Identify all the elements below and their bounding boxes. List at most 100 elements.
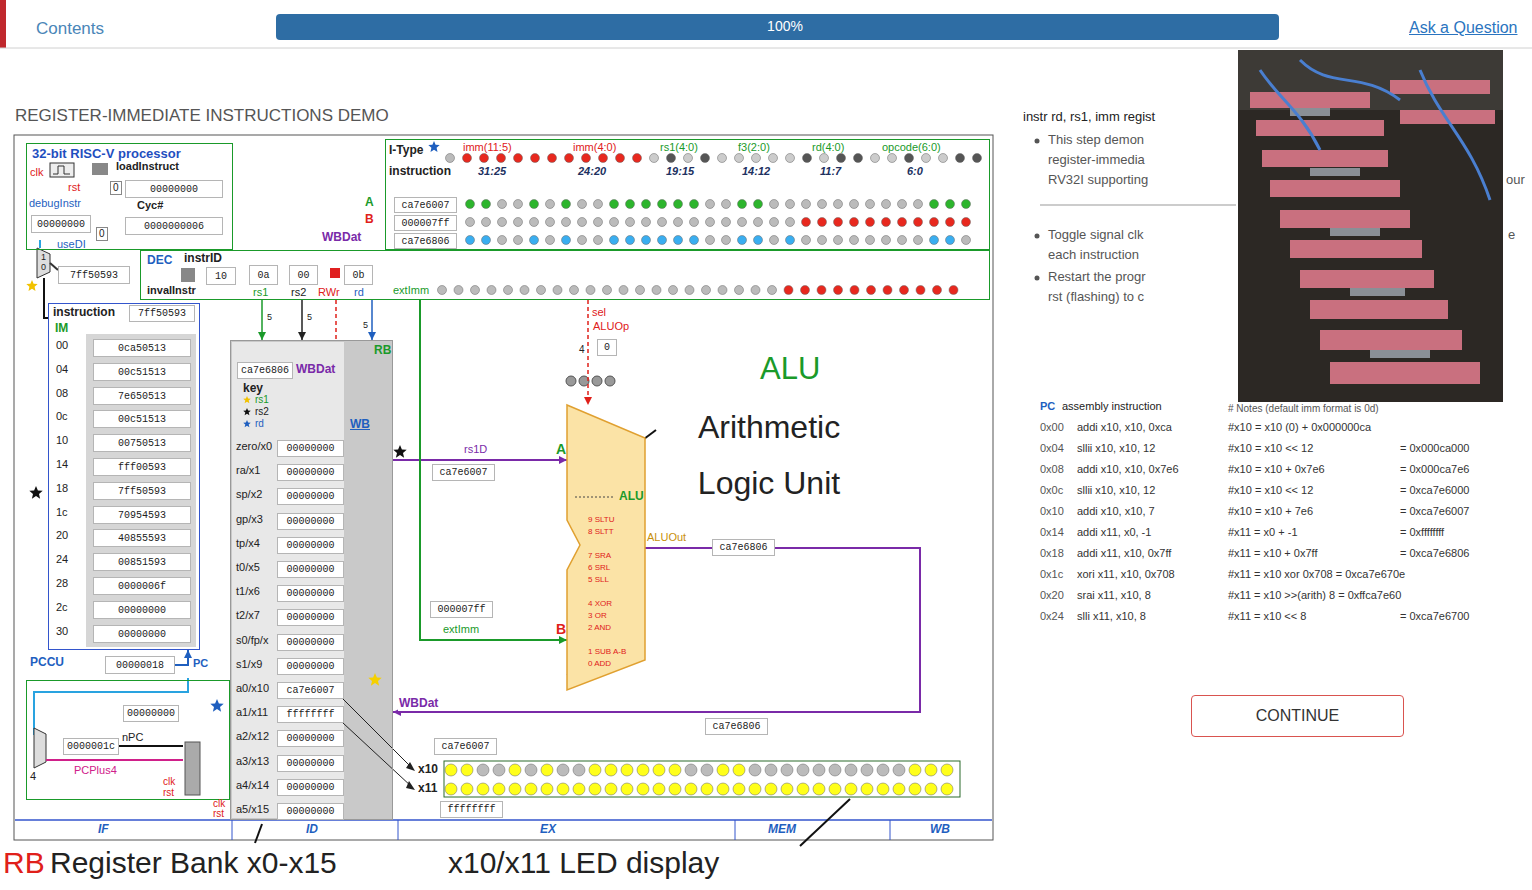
value-box: ca7e6007 xyxy=(432,464,495,481)
text-label: assembly instruction xyxy=(1062,400,1162,413)
value-text: 00000000 xyxy=(286,637,334,648)
rect-shape xyxy=(1390,80,1490,94)
value-text: 00000000 xyxy=(150,184,198,195)
led xyxy=(701,764,713,776)
text-label: rs1 xyxy=(255,394,269,406)
text-label: 2c xyxy=(56,601,68,614)
stage-rule xyxy=(15,819,992,821)
value-box: 000007ff xyxy=(394,215,457,231)
led xyxy=(850,200,859,209)
text-label: Arithmetic Logic Unit xyxy=(660,399,878,511)
text-label: 1c xyxy=(56,506,68,519)
value-box: 000007ff xyxy=(430,601,493,618)
led xyxy=(898,236,907,245)
led xyxy=(718,154,727,163)
text-label: 0x10 xyxy=(1040,505,1064,518)
text-label: imm(11:5) xyxy=(463,141,512,154)
led xyxy=(531,154,540,163)
value-text: 0a xyxy=(257,270,269,281)
value-box: 00000000 xyxy=(277,609,344,626)
led xyxy=(461,783,473,795)
value-text: 00000000 xyxy=(37,219,85,230)
text-label: #x10 = x10 << 12 xyxy=(1228,484,1313,497)
text-label: debugInstr xyxy=(29,197,81,210)
text-label: instruction xyxy=(389,165,451,179)
value-text: 00000000 xyxy=(286,661,334,672)
value-box: 00c51513 xyxy=(93,363,191,381)
led xyxy=(735,154,744,163)
value-box: 70954593 xyxy=(93,506,191,524)
value-box: ffffffff xyxy=(277,706,344,723)
text-label: = 0xca7e6007 xyxy=(1400,505,1469,518)
led xyxy=(893,764,905,776)
led xyxy=(722,236,731,245)
text-label: each instruction xyxy=(1048,248,1139,263)
value-text: 00000000 xyxy=(286,564,334,575)
value-text: 00c51513 xyxy=(118,414,166,425)
led xyxy=(802,236,811,245)
text-label: clk xyxy=(213,798,225,810)
text-label: 19:15 xyxy=(666,165,694,178)
value-text: 00000000 xyxy=(286,491,334,502)
value-text: 0000006f xyxy=(118,581,166,592)
value-text: 00000000 xyxy=(286,733,334,744)
led xyxy=(669,764,681,776)
led xyxy=(877,783,889,795)
led xyxy=(546,218,555,227)
value-box: 00000000 xyxy=(93,601,191,619)
led xyxy=(834,236,843,245)
led xyxy=(706,200,715,209)
value-box: 00000000 xyxy=(277,803,344,820)
text-label: addi x10, x10, 7 xyxy=(1077,505,1155,518)
value-text: 00000000 xyxy=(286,516,334,527)
value-text: 00000000 xyxy=(286,467,334,478)
led xyxy=(445,764,457,776)
led xyxy=(813,764,825,776)
panel-box: 32-bit RISC-V processor00000000000000000… xyxy=(26,143,233,250)
text-label: 6 SRL xyxy=(588,563,610,572)
led xyxy=(706,236,715,245)
value-text: 70954593 xyxy=(118,510,166,521)
led xyxy=(946,236,955,245)
led xyxy=(850,218,859,227)
value-text: 0b xyxy=(352,270,364,281)
text-label: Cyc# xyxy=(137,199,163,212)
led xyxy=(674,200,683,209)
value-text: 00000018 xyxy=(116,660,164,671)
led xyxy=(669,783,681,795)
led xyxy=(514,200,523,209)
led xyxy=(493,783,505,795)
text-label: sllii x10, x10, 12 xyxy=(1077,484,1155,497)
led xyxy=(752,154,761,163)
register-bank-fill xyxy=(230,340,393,820)
text-label: 5 xyxy=(362,320,369,330)
wire-connector xyxy=(420,300,567,640)
led xyxy=(914,218,923,227)
text-label: 28 xyxy=(56,577,68,590)
value-box: 00000000 xyxy=(277,561,344,578)
led xyxy=(718,286,727,295)
led xyxy=(480,154,489,163)
text-label: slli x11, x10, 8 xyxy=(1077,610,1146,623)
led xyxy=(914,236,923,245)
value-box: 00000018 xyxy=(105,656,175,674)
led xyxy=(578,218,587,227)
led xyxy=(578,236,587,245)
text-label: 3 OR xyxy=(588,611,607,620)
rect-shape xyxy=(1350,288,1405,296)
text-label: e xyxy=(1508,228,1515,243)
rect-shape xyxy=(1310,168,1360,176)
value-box: 0000006f xyxy=(93,577,191,595)
led xyxy=(834,286,843,295)
led xyxy=(674,236,683,245)
text-label: IF xyxy=(98,823,109,837)
wire xyxy=(50,263,58,270)
continue-button: CONTINUE xyxy=(1191,695,1404,737)
value-text: ca7e6007 xyxy=(286,685,334,696)
arrow-head xyxy=(368,332,376,340)
text-label: #x11 = x0 + -1 xyxy=(1228,526,1298,539)
text-label: WBDat xyxy=(322,231,361,245)
led xyxy=(466,200,475,209)
led xyxy=(553,286,562,295)
